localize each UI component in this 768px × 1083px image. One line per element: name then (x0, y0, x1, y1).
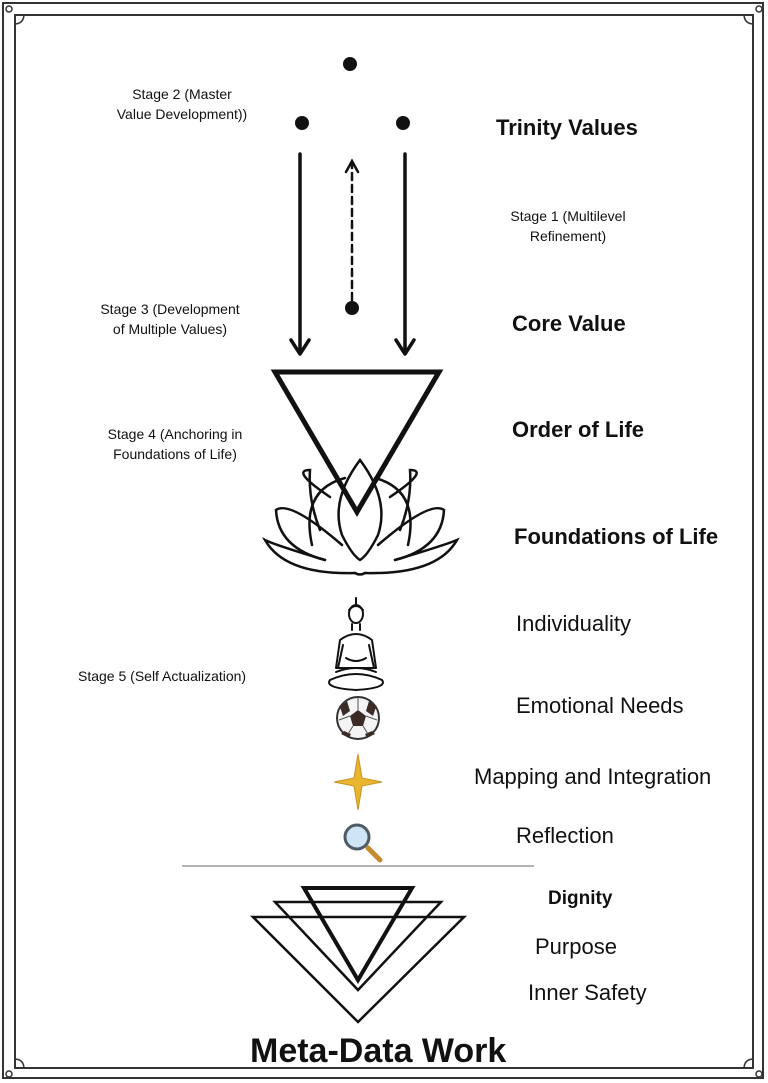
purpose-label: Purpose (535, 934, 617, 959)
triangle-outer (249, 915, 468, 1024)
stage3-label: Stage 3 (Development of Multiple Values) (75, 299, 265, 339)
stage3-line2: of Multiple Values) (112, 321, 228, 337)
emotional-needs-label: Emotional Needs (516, 693, 684, 718)
stage5-label: Stage 5 (Self Actualization) (78, 668, 247, 684)
triangle-middle (272, 900, 444, 992)
individuality-label: Individuality (516, 611, 631, 636)
core-value-dot (345, 301, 359, 315)
trinity-dot-right (396, 116, 410, 130)
nested-triangles (249, 886, 468, 1024)
stage2-line2: Value Development)) (116, 106, 248, 122)
stage2-label: Stage 2 (Master Value Development)) (92, 84, 272, 124)
trinity-dot-top (343, 57, 357, 71)
stage1-line1: Stage 1 (Multilevel (510, 208, 626, 224)
corner-ornaments (5, 5, 763, 1078)
stage4-line1: Stage 4 (Anchoring in (107, 426, 243, 442)
magnifying-glass-icon (343, 823, 383, 863)
trinity-dot-left (295, 116, 309, 130)
stage3-line1: Stage 3 (Development (100, 301, 240, 317)
mapping-integration-label: Mapping and Integration (474, 764, 712, 789)
order-of-life-label: Order of Life (512, 417, 645, 442)
page-title: Meta-Data Work (250, 1032, 507, 1070)
arrow-dashed-up (344, 158, 360, 302)
inner-safety-label: Inner Safety (528, 980, 647, 1005)
arrow-left-down (289, 152, 311, 356)
lotus-icon (261, 457, 460, 576)
core-value-label: Core Value (512, 311, 626, 336)
soccer-ball-icon (336, 696, 380, 740)
order-of-life-triangle (270, 369, 444, 517)
stage4-line2: Foundations of Life) (113, 446, 237, 462)
arrow-right-down (394, 152, 416, 356)
stage4-label: Stage 4 (Anchoring in Foundations of Lif… (80, 424, 270, 464)
stage1-label: Stage 1 (Multilevel Refinement) (478, 206, 658, 246)
inner-frame (14, 14, 754, 1069)
stage1-line2: Refinement) (529, 228, 607, 244)
triangle-inner (300, 886, 416, 984)
foundations-of-life-label: Foundations of Life (514, 524, 719, 549)
sparkle-icon (333, 753, 383, 811)
stage2-line1: Stage 2 (Master (132, 86, 232, 102)
trinity-values-label: Trinity Values (496, 115, 638, 140)
buddha-icon (328, 597, 384, 691)
reflection-label: Reflection (516, 823, 614, 848)
dignity-label: Dignity (548, 888, 613, 909)
